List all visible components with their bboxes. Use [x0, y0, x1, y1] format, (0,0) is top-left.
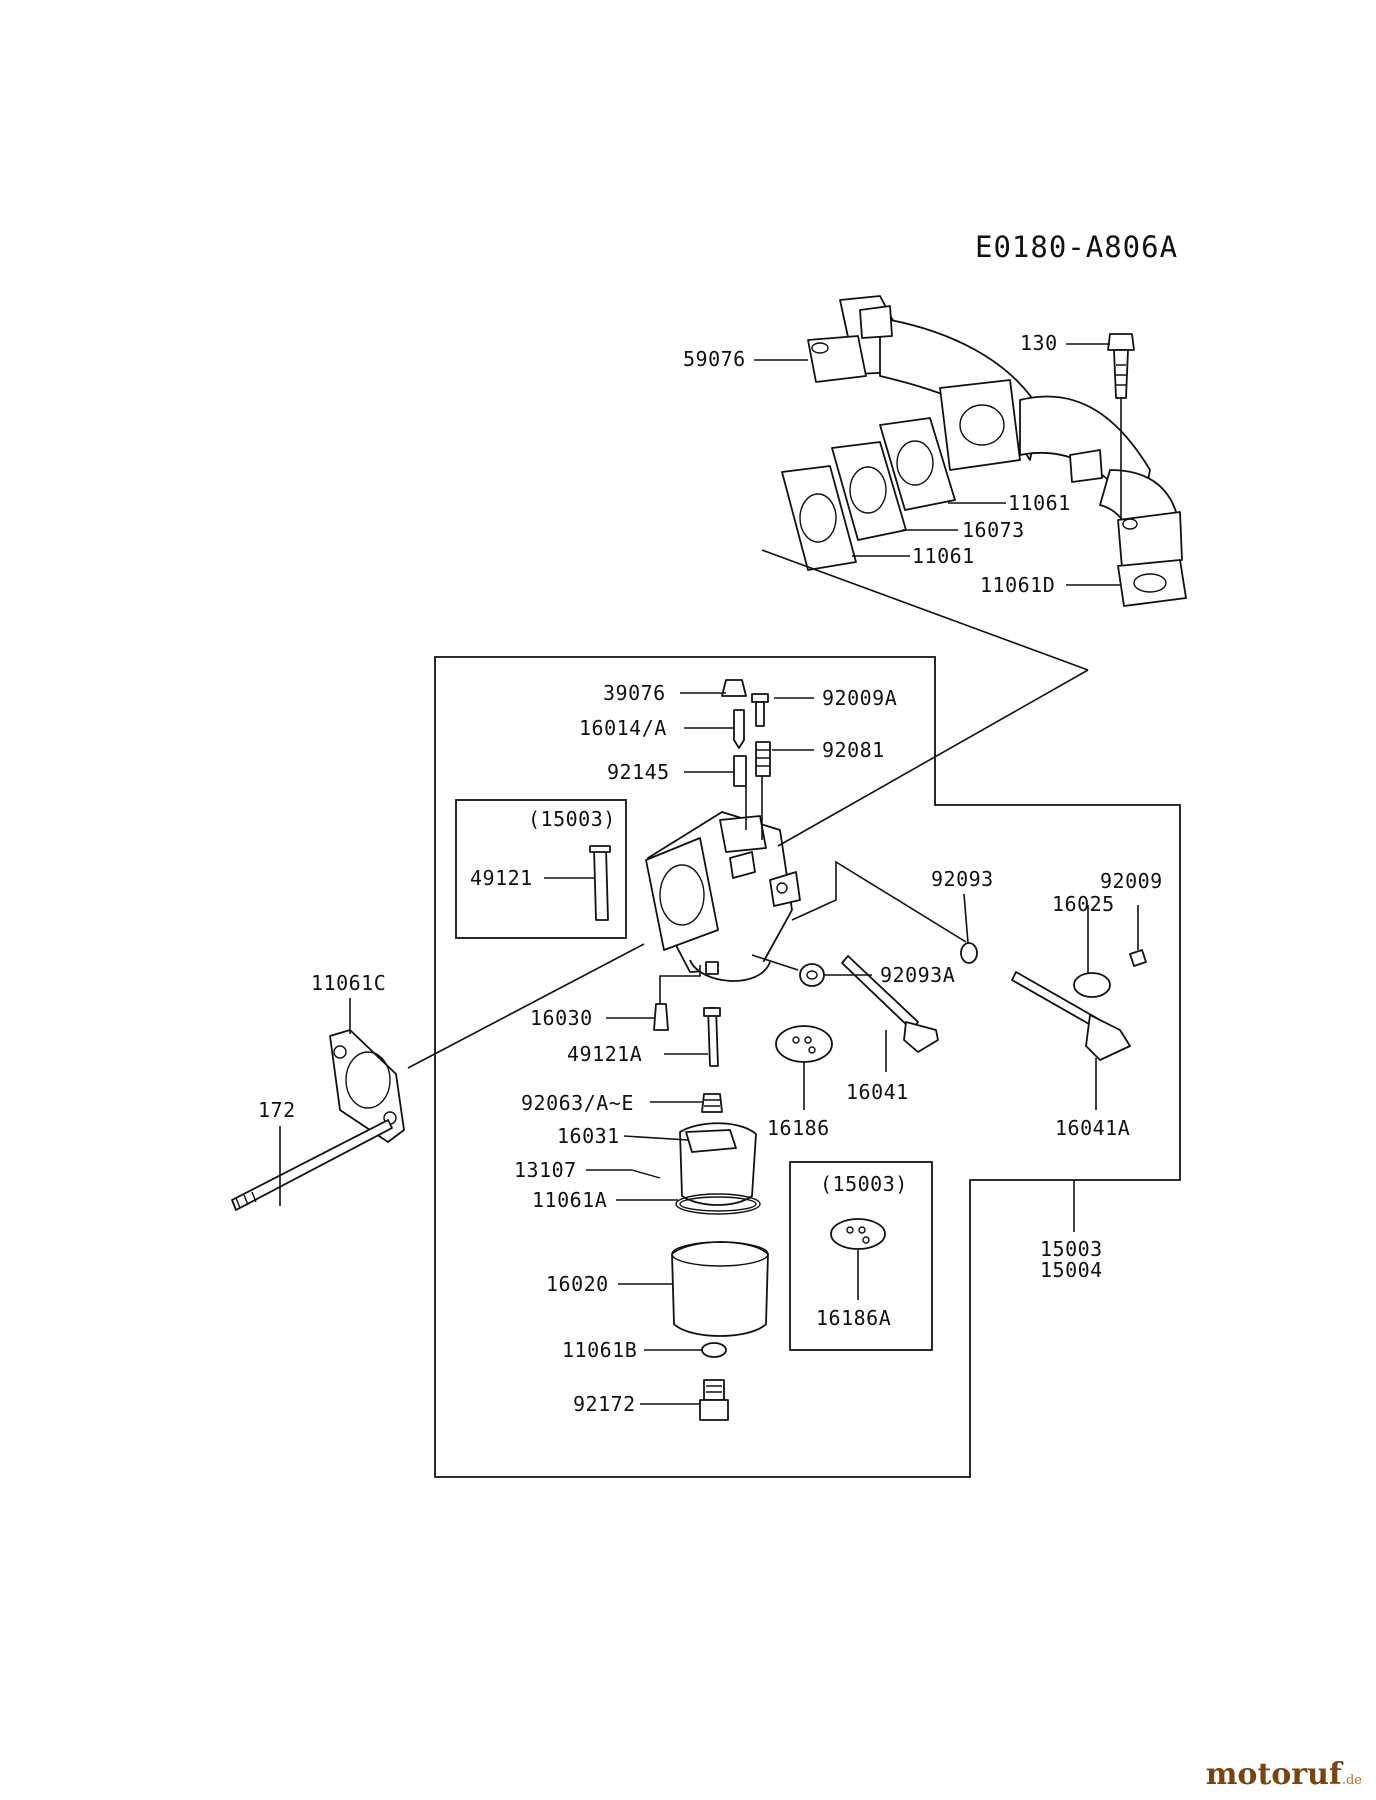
label-49121A: 49121A	[567, 1042, 642, 1066]
part-16186	[775, 1025, 833, 1063]
part-49121	[589, 845, 611, 921]
label-92093A: 92093A	[880, 963, 955, 987]
label-16030: 16030	[530, 1006, 593, 1030]
part-11061C	[329, 1029, 405, 1143]
part-16031	[679, 1122, 757, 1206]
label-16020: 16020	[546, 1272, 609, 1296]
part-39076	[721, 679, 747, 697]
part-16020	[671, 1241, 769, 1337]
label-49121: 49121	[470, 866, 533, 890]
part-16025	[1073, 972, 1111, 998]
part-92009A	[751, 693, 769, 727]
label-11061-upper: 11061	[1008, 491, 1071, 515]
label-130: 130	[1020, 331, 1058, 355]
part-16014A	[733, 709, 745, 749]
label-16031: 16031	[557, 1124, 620, 1148]
kit-box-15003-b	[789, 1161, 933, 1351]
part-172	[231, 1119, 393, 1211]
part-11061A	[675, 1193, 761, 1215]
label-11061B: 11061B	[562, 1338, 637, 1362]
part-92063	[701, 1093, 723, 1113]
part-16186A	[830, 1218, 886, 1250]
watermark-brand: motoruf	[1205, 1757, 1342, 1792]
part-92172	[699, 1379, 729, 1421]
label-92009A: 92009A	[822, 686, 897, 710]
part-92081	[755, 741, 771, 777]
kit-box-15003-a	[455, 799, 627, 939]
part-16030	[653, 1003, 669, 1031]
gasket-11061-lower	[781, 465, 857, 571]
label-kit-15003-b: (15003)	[820, 1172, 908, 1196]
label-16041A: 16041A	[1055, 1116, 1130, 1140]
label-13107: 13107	[514, 1158, 577, 1182]
label-16014A: 16014/A	[579, 716, 667, 740]
label-16041: 16041	[846, 1080, 909, 1104]
label-92063AE: 92063/A~E	[521, 1091, 634, 1115]
label-16025: 16025	[1052, 892, 1115, 916]
label-92093: 92093	[931, 867, 994, 891]
label-11061-lower: 11061	[912, 544, 975, 568]
label-15003: 15003	[1040, 1237, 1103, 1261]
carburetor-body	[645, 811, 801, 982]
label-kit-15003-a: (15003)	[528, 807, 616, 831]
label-11061A: 11061A	[532, 1188, 607, 1212]
gasket-16073	[831, 441, 907, 541]
bolt-130	[1107, 333, 1135, 399]
label-15004: 15004	[1040, 1258, 1103, 1282]
label-92172: 92172	[573, 1392, 636, 1416]
label-172: 172	[258, 1098, 296, 1122]
diagram-code: E0180-A806A	[975, 230, 1178, 264]
label-11061C: 11061C	[311, 971, 386, 995]
label-11061D: 11061D	[980, 573, 1055, 597]
manifold	[807, 295, 1183, 571]
part-49121A	[703, 961, 721, 1067]
label-16186A: 16186A	[816, 1306, 891, 1330]
part-92145	[733, 755, 747, 787]
label-92145: 92145	[607, 760, 670, 784]
part-92093A	[799, 963, 825, 987]
leader-lines	[279, 343, 1139, 1405]
part-11061B	[701, 1342, 727, 1358]
part-92093	[960, 942, 978, 964]
part-16041A	[1011, 971, 1131, 1061]
label-92009: 92009	[1100, 869, 1163, 893]
label-39076: 39076	[603, 681, 666, 705]
watermark-logo: motoruf.de	[1206, 1757, 1362, 1792]
carburetor-assembly-outline	[434, 656, 1181, 1478]
label-92081: 92081	[822, 738, 885, 762]
gasket-11061-upper	[879, 417, 956, 511]
watermark-tld: .de	[1341, 1773, 1362, 1788]
label-16073: 16073	[962, 518, 1025, 542]
label-59076: 59076	[683, 347, 746, 371]
part-13107	[631, 1169, 661, 1179]
part-92009	[1129, 949, 1147, 967]
label-16186: 16186	[767, 1116, 830, 1140]
gasket-11061D	[1117, 559, 1187, 607]
